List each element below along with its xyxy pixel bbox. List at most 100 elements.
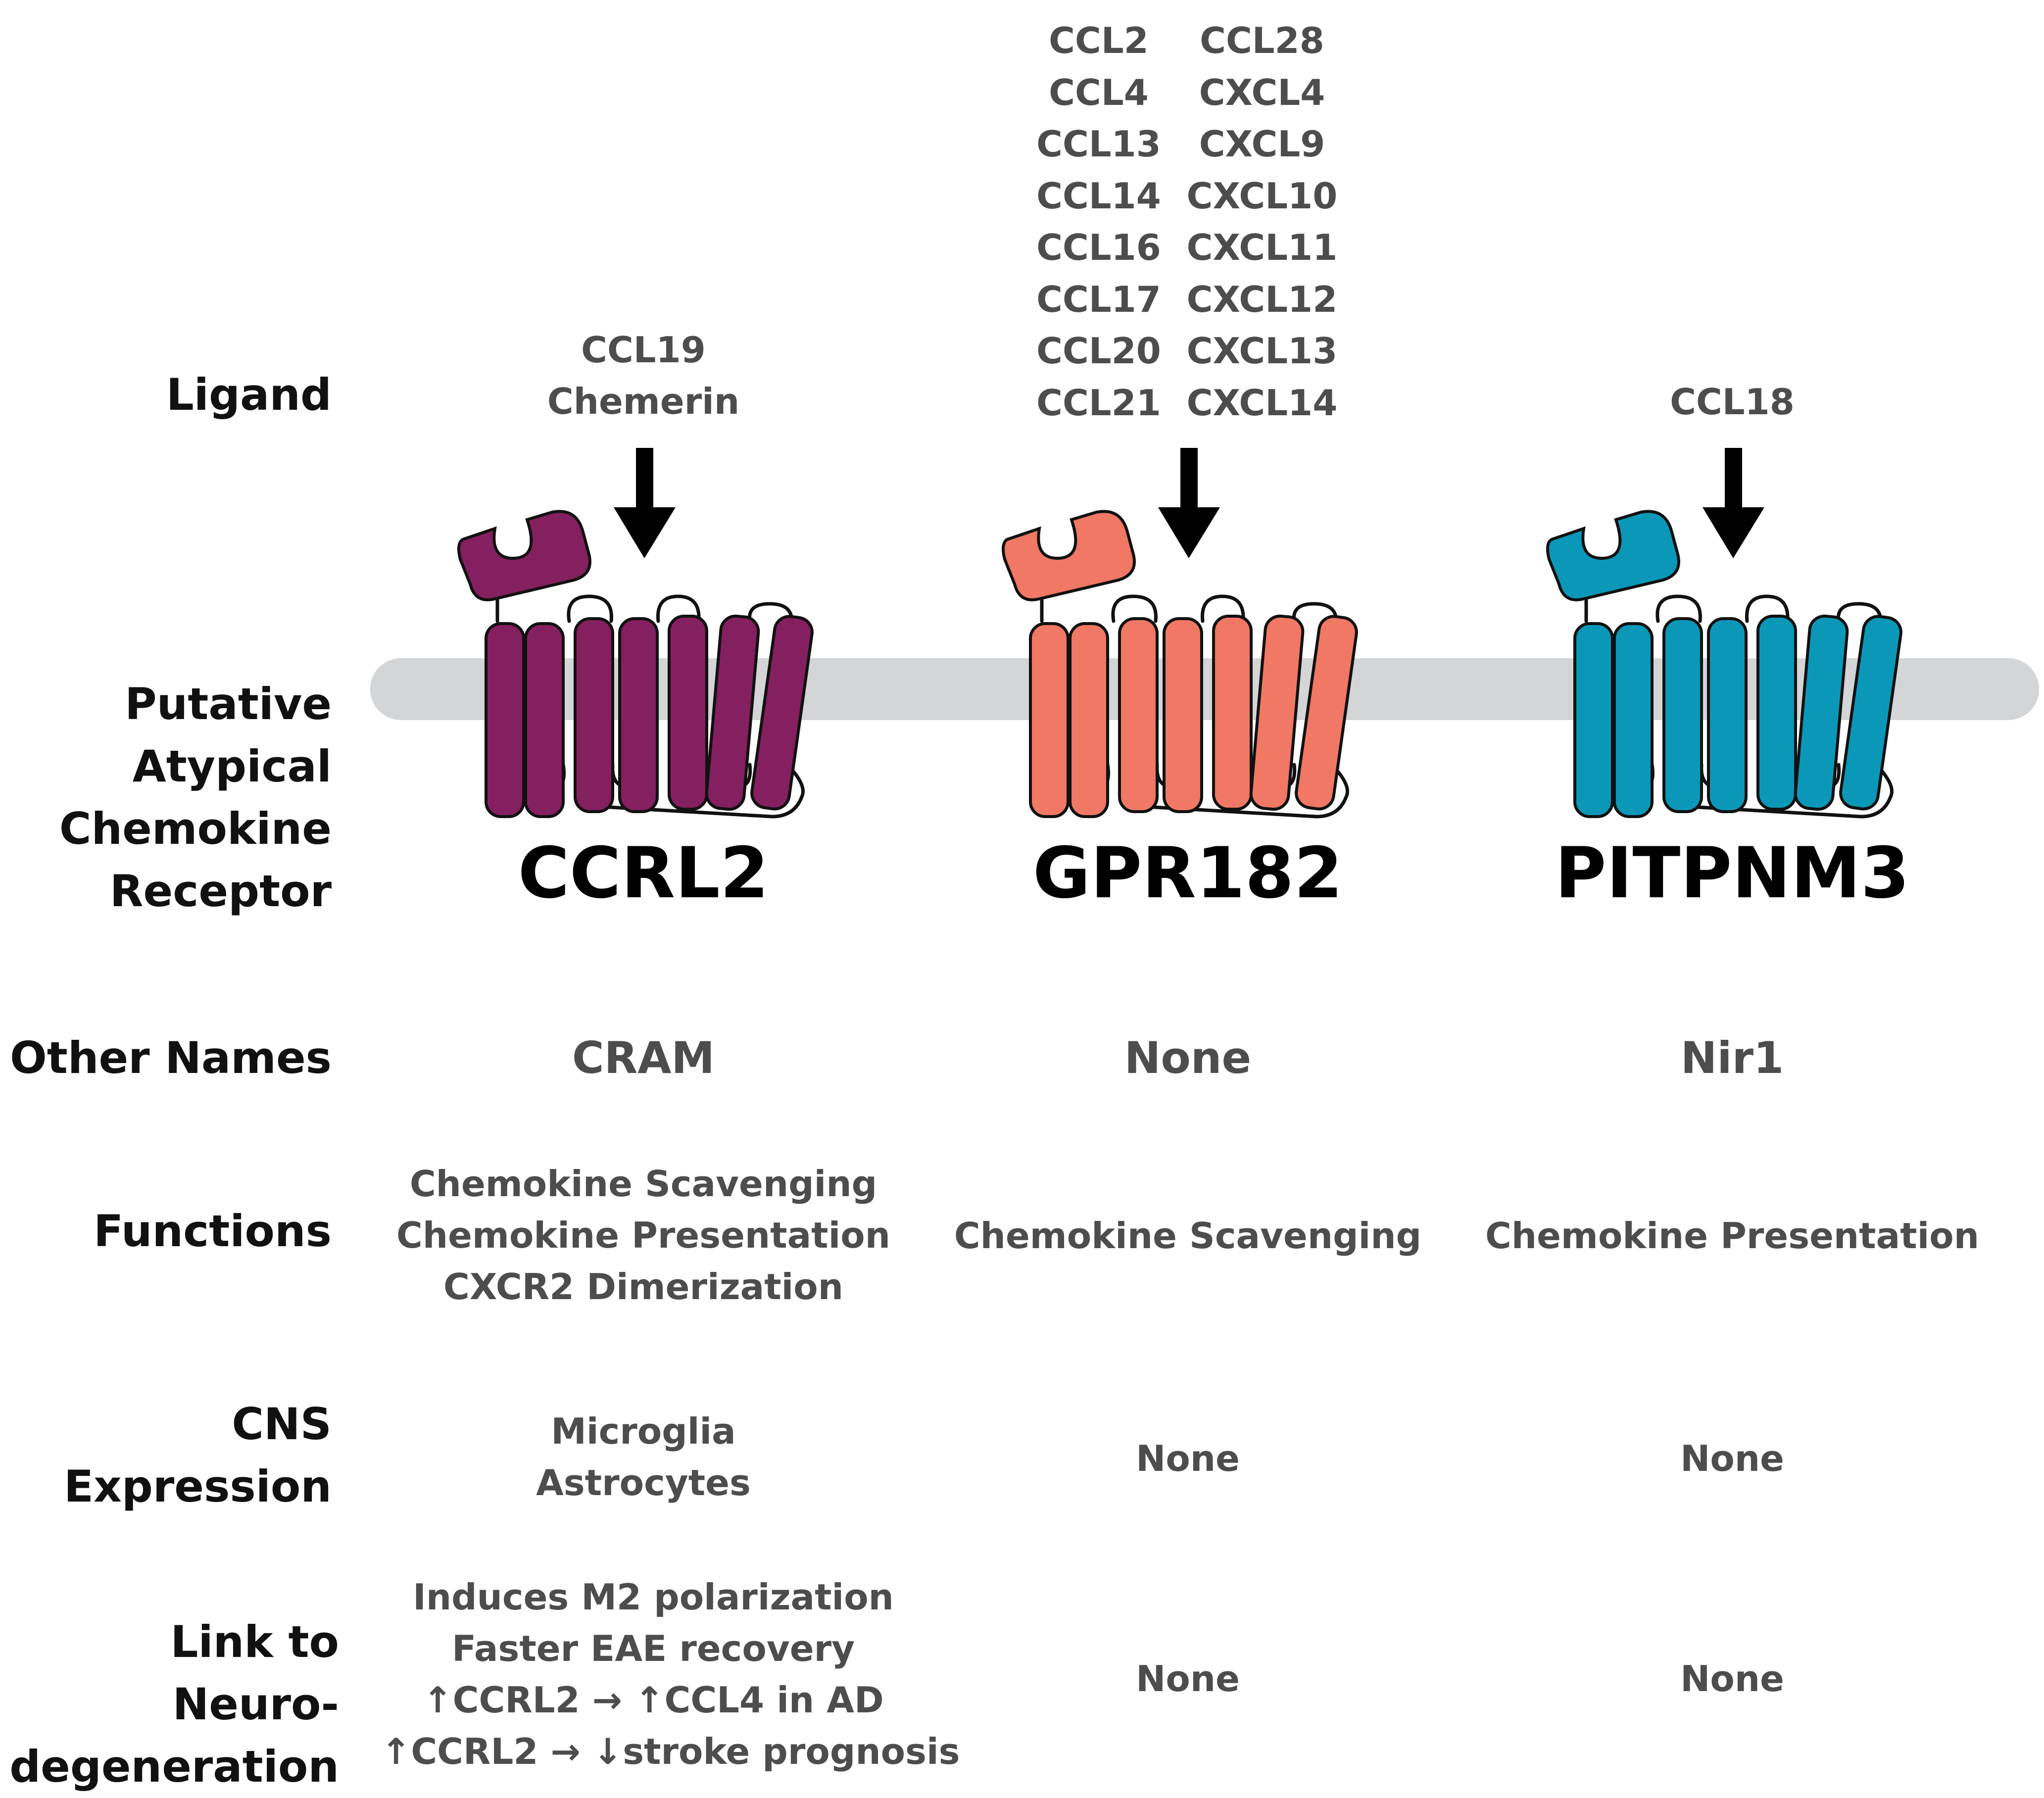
receptor-gpr182	[1001, 448, 1358, 819]
functions-pitpnm3: Chemokine Presentation	[1460, 1210, 2004, 1262]
ligand-label: CCL16	[1036, 227, 1161, 268]
transmembrane-helix	[705, 614, 760, 811]
transmembrane-helix	[1118, 617, 1159, 813]
receptor-loop	[1655, 594, 1702, 623]
transmembrane-helix	[1249, 614, 1305, 811]
row-label-other-names: Other Names	[0, 1027, 332, 1089]
row-label-ligand: Ligand	[0, 364, 332, 426]
function-item: Chemokine Presentation	[396, 1215, 890, 1256]
ligand-binding-domain	[457, 510, 591, 601]
row-label-line: Other Names	[9, 1032, 332, 1083]
row-label-line: Link to Neuro-	[170, 1616, 339, 1730]
transmembrane-helix	[1163, 617, 1203, 813]
ligand-label: CXCL9	[1199, 123, 1325, 165]
ligand-label: CCL28	[1200, 20, 1324, 61]
transmembrane-helix	[618, 617, 659, 813]
row-label-line: Functions	[94, 1206, 332, 1257]
receptor-pitpnm3	[1546, 448, 1902, 819]
transmembrane-helix	[1662, 617, 1703, 813]
receptor-loop	[1837, 602, 1883, 623]
transmembrane-helix	[1573, 622, 1614, 818]
transmembrane-helix	[524, 622, 565, 818]
ligand-label: CXCL4	[1199, 71, 1325, 113]
transmembrane-helix	[485, 622, 525, 818]
other-name: None	[1124, 1032, 1252, 1083]
ligand-label: CCL13	[1036, 123, 1161, 165]
ligand-label: CCL4	[1049, 71, 1149, 113]
receptor-loop	[748, 602, 794, 623]
receptor-loop	[1201, 594, 1245, 623]
row-label-line: Receptor	[109, 866, 332, 917]
ligand-label: CCL17	[1036, 278, 1161, 320]
ligand-label: CXCL12	[1186, 278, 1338, 320]
cns-item: Microglia	[551, 1410, 736, 1452]
function-item: Chemokine Scavenging	[409, 1163, 877, 1205]
receptor-loop	[1688, 768, 1894, 819]
cns-expression-ccrl2: Microglia Astrocytes	[371, 1406, 916, 1508]
cns-item: Astrocytes	[536, 1462, 751, 1504]
row-label-cns-expression: CNS Expression	[0, 1393, 332, 1518]
neuro-item: ↑CCRL2 → ↓stroke prognosis	[381, 1731, 960, 1772]
ligand-label: CCL14	[1036, 175, 1161, 217]
receptor-name-pitpnm3: PITPNM3	[1555, 832, 1910, 914]
ligands-gpr182-col2: CCL28 CXCL4 CXCL9 CXCL10 CXCL11 CXCL12 C…	[1168, 15, 1356, 429]
neuro-item: Induces M2 polarization	[413, 1576, 894, 1618]
other-names-pitpnm3: Nir1	[1460, 1027, 2004, 1089]
receptor-name-gpr182: GPR182	[1032, 832, 1343, 914]
neurodegeneration-ccrl2: Induces M2 polarization Faster EAE recov…	[381, 1571, 960, 1777]
ligand-label: CXCL13	[1186, 330, 1338, 372]
row-label-line: Putative	[125, 679, 332, 729]
ligand-label: CCL18	[1670, 381, 1795, 423]
other-names-ccrl2: CRAM	[371, 1027, 916, 1089]
ligand-binding-domain	[1546, 510, 1680, 601]
receptor-loop	[599, 768, 805, 819]
cns-expression-gpr182: None	[916, 1433, 1460, 1484]
function-item: CXCR2 Dimerization	[443, 1266, 844, 1308]
function-item: Chemokine Scavenging	[954, 1215, 1422, 1257]
ligand-label: CCL20	[1036, 330, 1161, 372]
functions-ccrl2: Chemokine Scavenging Chemokine Presentat…	[371, 1158, 916, 1312]
receptor-loop	[1292, 602, 1338, 623]
other-names-gpr182: None	[916, 1027, 1460, 1089]
neurodegeneration-gpr182: None	[916, 1653, 1460, 1704]
transmembrane-helix	[1029, 622, 1070, 818]
transmembrane-helix	[1794, 614, 1849, 811]
ligand-arrow-head	[1158, 507, 1220, 558]
ligand-arrow-head	[614, 507, 676, 558]
ligand-binding-domain	[1001, 510, 1136, 601]
ligand-label: CCL19	[581, 329, 706, 371]
transmembrane-helix	[1839, 615, 1902, 811]
ligands-pitpnm3: CCL18	[1460, 376, 2004, 428]
functions-gpr182: Chemokine Scavenging	[916, 1210, 1460, 1262]
ligand-label: Chemerin	[547, 381, 740, 422]
receptors-layer	[457, 448, 1902, 819]
ligand-label: CXCL11	[1186, 227, 1338, 268]
ligand-label: CXCL10	[1186, 175, 1338, 217]
receptor-ccrl2	[457, 448, 814, 819]
receptor-loop	[1745, 594, 1790, 623]
ligand-label: CXCL14	[1186, 382, 1338, 424]
ligand-arrow-shaft	[1180, 448, 1198, 510]
neuro-item: None	[1136, 1658, 1240, 1700]
row-label-functions: Functions	[0, 1200, 332, 1263]
transmembrane-helix	[750, 615, 814, 811]
receptor-loop	[656, 594, 701, 623]
cns-item: None	[1136, 1438, 1240, 1479]
ligands-ccrl2: CCL19 Chemerin	[371, 324, 916, 427]
row-label-receptor: Putative Atypical Chemokine Receptor	[0, 673, 332, 923]
row-label-line: degeneration	[9, 1741, 339, 1792]
cns-expression-pitpnm3: None	[1460, 1433, 2004, 1484]
transmembrane-helix	[1613, 622, 1654, 818]
row-label-line: Ligand	[166, 369, 332, 420]
transmembrane-helix	[574, 617, 614, 813]
function-item: Chemokine Presentation	[1485, 1215, 1979, 1257]
transmembrane-helix	[668, 615, 708, 811]
transmembrane-helix	[1295, 615, 1358, 811]
row-label-line: Atypical	[132, 741, 332, 792]
transmembrane-helix	[1212, 615, 1253, 811]
row-label-line: Chemokine	[59, 803, 332, 854]
ligand-arrow-shaft	[636, 448, 653, 510]
neuro-item: Faster EAE recovery	[451, 1628, 855, 1669]
row-label-line: Expression	[64, 1461, 332, 1512]
